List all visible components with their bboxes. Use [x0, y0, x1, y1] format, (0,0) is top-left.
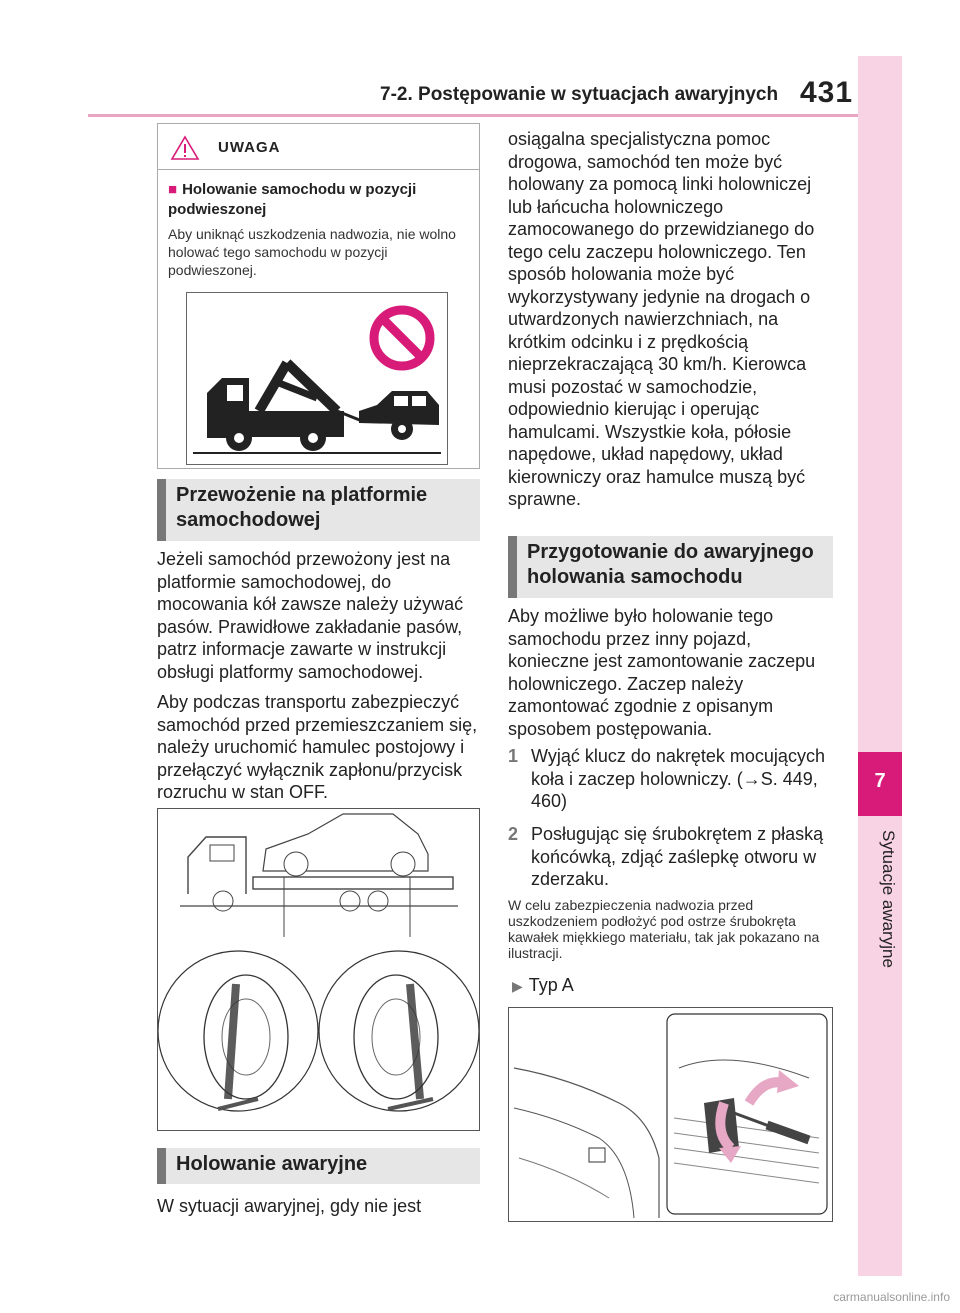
step-text: Posługując się śrubokrętem z płaską końc…	[531, 824, 824, 889]
type-a-text: Typ A	[528, 975, 574, 995]
bumper-cap-illustration	[508, 1007, 833, 1222]
bumper-drawing	[513, 1013, 828, 1219]
step-number: 2	[508, 824, 519, 844]
warning-subheading-text: Holowanie samochodu w pozycji podwieszon…	[168, 181, 417, 218]
warning-label: UWAGA	[218, 139, 281, 156]
chapter-number-box	[858, 752, 902, 816]
step-1: 1 Wyjąć klucz do nakrętek mocujących koł…	[508, 745, 833, 815]
section-heading-emergency: Holowanie awaryjne	[157, 1148, 480, 1184]
flatbed-strap-illustration	[157, 808, 480, 1131]
preparation-intro: Aby możliwe było holowanie tego samochod…	[508, 606, 816, 739]
page-number: 431	[800, 76, 854, 109]
warning-text: Aby uniknąć uszkodzenia nadwozia, nie wo…	[168, 226, 456, 278]
footer-watermark: carmanualsonline.info	[833, 1290, 950, 1304]
tow-truck-drawing	[193, 305, 441, 454]
chapter-side-tab	[858, 56, 902, 1276]
warning-header: UWAGA	[158, 124, 479, 170]
emergency-text-continued: osiągalna specjalistyczna pomoc drogowa,…	[508, 129, 815, 509]
emergency-text-start: W sytuacji awaryjnej, gdy nie jest	[157, 1196, 422, 1216]
section-heading-preparation: Przygotowanie do awaryjnego holowania sa…	[508, 536, 833, 598]
triangle-bullet-icon: ▶	[512, 978, 523, 994]
chapter-label: Sytuacje awaryjne	[879, 830, 898, 968]
platform-text: Jeżeli samochód przewożony jest na platf…	[157, 548, 480, 812]
platform-paragraph-2: Aby podczas transportu zabezpieczyć samo…	[157, 692, 478, 802]
protection-note: W celu zabezpieczenia nadwozia przed usz…	[508, 897, 820, 961]
chapter-number: 7	[874, 770, 886, 792]
step-number: 1	[508, 746, 519, 766]
warning-subheading: ■Holowanie samochodu w pozycji podwieszo…	[168, 180, 473, 220]
type-a-label: ▶ Typ A	[512, 975, 574, 996]
tow-truck-prohibited-illustration	[186, 292, 448, 465]
step-text: Wyjąć klucz do nakrętek mocujących koła …	[531, 746, 825, 811]
warning-box: UWAGA ■Holowanie samochodu w pozycji pod…	[157, 123, 480, 469]
running-header: 7-2. Postępowanie w sytuacjach awaryjnyc…	[380, 84, 779, 105]
warning-triangle-icon	[170, 135, 200, 160]
header-rule	[88, 114, 858, 117]
square-bullet-icon: ■	[168, 181, 178, 198]
step-2: 2 Posługując się śrubokrętem z płaską ko…	[508, 823, 833, 893]
section-heading-platform: Przewożenie na platformie samochodowej	[157, 479, 480, 541]
platform-paragraph-1: Jeżeli samochód przewożony jest na platf…	[157, 549, 464, 682]
flatbed-drawing	[158, 813, 479, 1112]
